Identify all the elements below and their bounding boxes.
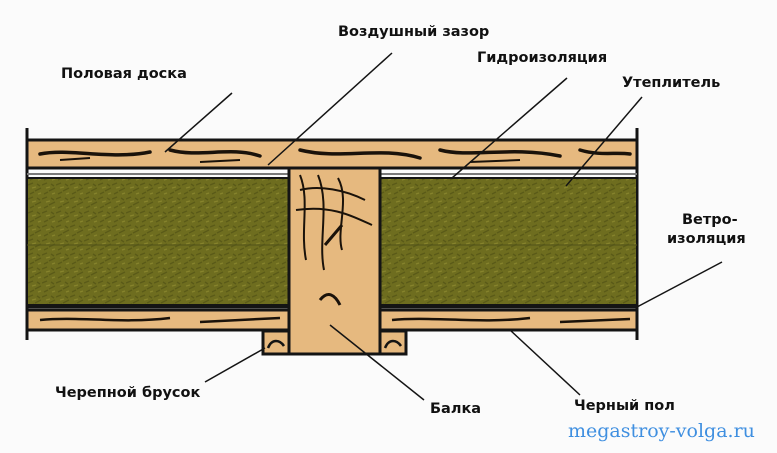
leader-beam: [329, 324, 425, 401]
floorboard-layer: [25, 138, 639, 170]
leader-floorboard: [164, 92, 233, 153]
insulation-left: [26, 177, 290, 306]
beam: [287, 166, 382, 356]
waterproofing-label: Гидроизоляция: [477, 50, 608, 66]
wind-barrier-label-line1: Ветро-: [682, 212, 738, 228]
insulation-right: [379, 177, 638, 306]
leader-waterproofing: [451, 77, 568, 179]
insulation-label: Утеплитель: [622, 75, 721, 91]
air-gap-label: Воздушный зазор: [338, 24, 490, 40]
subfloor-label: Черный пол: [574, 398, 675, 414]
site-watermark: megastroy-volga.ru: [568, 420, 755, 442]
floorboard-label: Половая доска: [61, 66, 187, 82]
leader-lines: [164, 52, 723, 401]
cranial-bar-label: Черепной брусок: [55, 385, 201, 401]
subfloor-boards: [25, 308, 639, 332]
leader-cranial-bar: [204, 347, 266, 383]
leader-insulation: [565, 96, 643, 187]
beam-label: Балка: [430, 401, 482, 417]
leader-wind-barrier: [636, 261, 723, 308]
leader-air-gap: [267, 52, 393, 166]
leader-subfloor: [509, 329, 581, 396]
wind-barrier-label-line2: изоляция: [667, 231, 746, 247]
